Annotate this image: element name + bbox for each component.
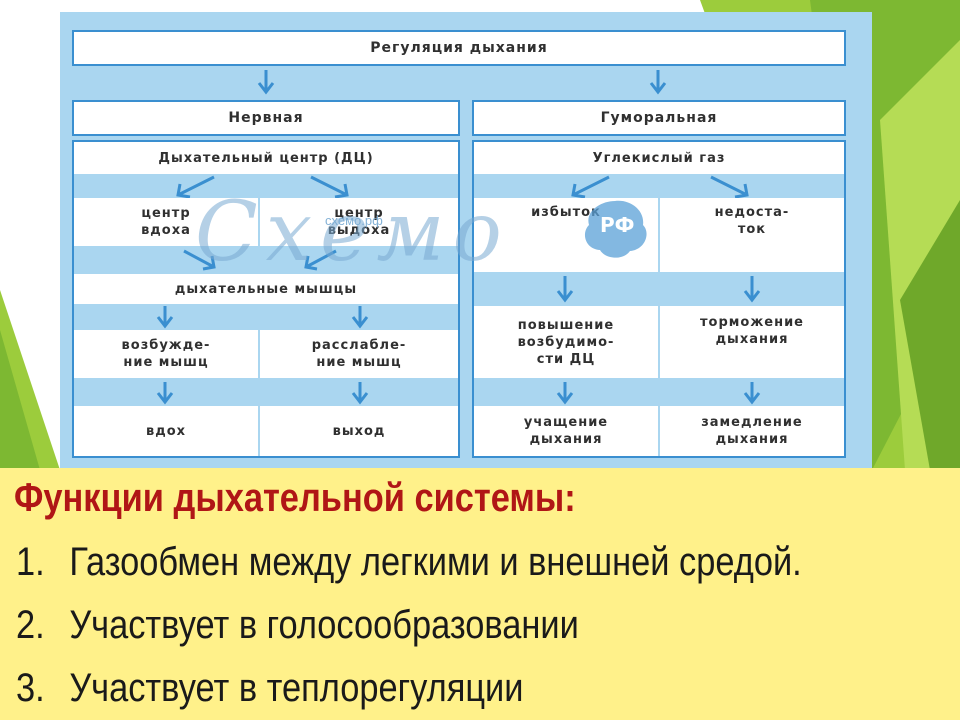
function-number: 2. [16, 603, 45, 647]
arrow-down-right-icon [310, 175, 349, 199]
nervous-heading: Нервная [72, 100, 460, 136]
carbon-dioxide: Углекислый газ [474, 142, 844, 174]
arrow-down-icon [257, 70, 275, 95]
humoral-frame [472, 140, 846, 458]
inhale-center: центр вдоха [74, 198, 258, 246]
function-text: Участвует в голосообразовании [69, 603, 579, 647]
diagram-title: Регуляция дыхания [72, 30, 846, 66]
arrow-down-icon [351, 382, 369, 405]
exhale-center: центр выдоха [260, 198, 458, 246]
arrow-down-right-icon [183, 249, 216, 271]
watermark-url: схемо.рф [325, 213, 383, 228]
arrow-down-left-icon [176, 175, 215, 199]
arrow-down-icon [649, 70, 667, 95]
co2-lack: недоста- ток [660, 198, 844, 272]
functions-panel [0, 468, 960, 720]
breathing-inhibition: торможение дыхания [660, 306, 844, 378]
arrow-down-icon [156, 306, 174, 329]
arrow-down-icon [743, 382, 761, 405]
exhale: выход [260, 406, 458, 456]
muscle-excitation: возбужде- ние мышц [74, 330, 258, 378]
arrow-down-icon [156, 382, 174, 405]
function-number: 1. [16, 540, 45, 584]
increased-excitability: повышение возбудимо- сти ДЦ [474, 306, 658, 378]
arrow-down-left-icon [304, 249, 337, 271]
muscle-relaxation: расслабле- ние мышц [260, 330, 458, 378]
humoral-heading: Гуморальная [472, 100, 846, 136]
respiratory-center: Дыхательный центр (ДЦ) [74, 142, 458, 174]
inhale: вдох [74, 406, 258, 456]
function-item-1: 1. Газообмен между легкими и внешней сред… [16, 540, 802, 585]
slower-breathing: замедление дыхания [660, 406, 844, 456]
arrow-down-icon [743, 276, 761, 303]
watermark-badge-text: РФ [600, 213, 635, 237]
watermark-logo: Схемо [195, 185, 510, 280]
watermark-badge-icon [584, 200, 647, 258]
faster-breathing: учащение дыхания [474, 406, 658, 456]
arrow-down-icon [556, 276, 574, 303]
function-item-3: 3. Участвует в теплорегуляции [16, 666, 523, 711]
arrow-down-icon [351, 306, 369, 329]
arrow-down-right-icon [710, 175, 749, 199]
function-item-2: 2. Участвует в голосообразовании [16, 603, 579, 648]
arrow-down-icon [556, 382, 574, 405]
function-text: Участвует в теплорегуляции [69, 666, 524, 710]
respiratory-muscles: дыхательные мышцы [74, 274, 458, 304]
arrow-down-left-icon [571, 175, 610, 199]
function-number: 3. [16, 666, 45, 710]
function-text: Газообмен между легкими и внешней средой… [69, 540, 802, 584]
functions-title: Функции дыхательной системы: [14, 476, 576, 520]
